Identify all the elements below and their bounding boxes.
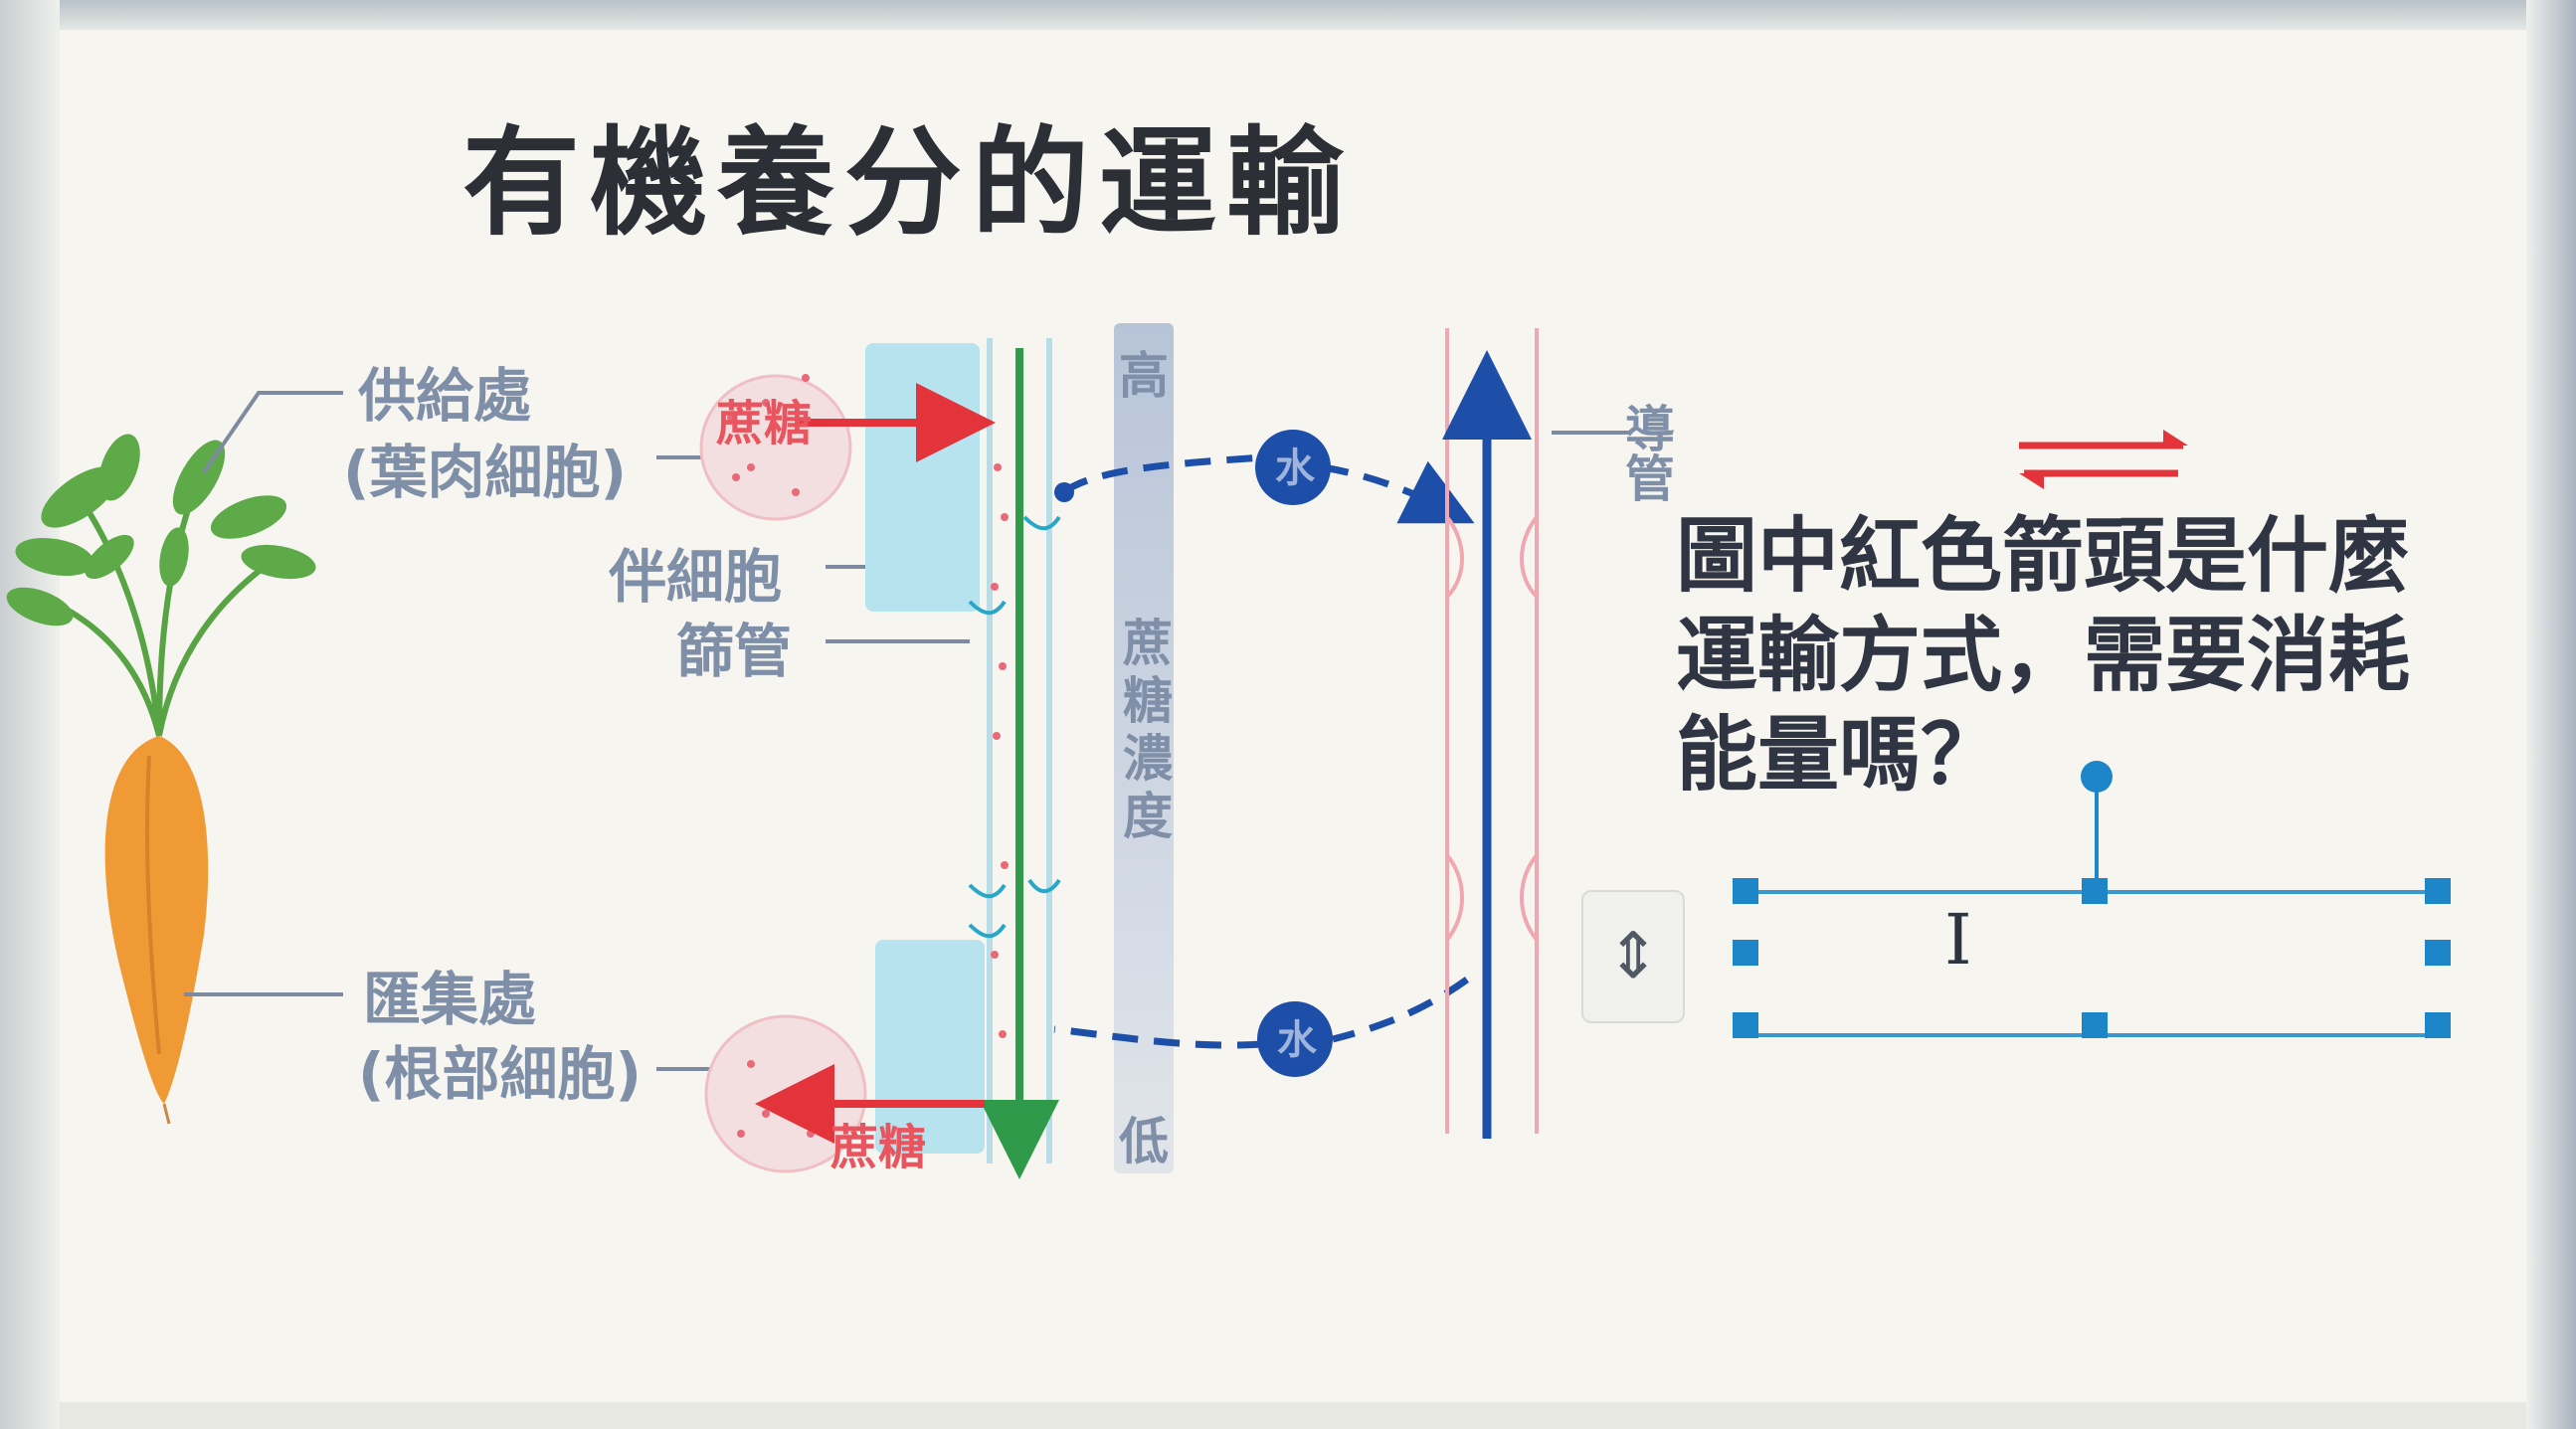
- label-water-top: 水: [1275, 446, 1316, 491]
- red-double-arrow-icon: [2019, 430, 2188, 489]
- slide-canvas[interactable]: [60, 30, 2526, 1402]
- slide-title[interactable]: 有機養分的運輸: [462, 114, 1355, 252]
- resize-handle-top-left[interactable]: [1733, 878, 1758, 904]
- rotation-handle-stem: [2095, 781, 2099, 890]
- rotation-handle[interactable]: [2081, 761, 2113, 793]
- label-source-sub: (葉肉細胞): [343, 439, 627, 506]
- resize-grip-icon[interactable]: ⇕: [1581, 890, 1685, 1023]
- label-water-bottom: 水: [1277, 1017, 1318, 1063]
- label-sink: 匯集處: [363, 966, 536, 1033]
- water-molecule-top: [1255, 430, 1331, 505]
- sucrose-gradient-bar: [1114, 323, 1174, 1173]
- carrot-illustration: [6, 434, 316, 1125]
- label-sieve-tube: 篩管: [676, 618, 792, 685]
- label-sucrose-concentration: 蔗糖濃度: [1115, 617, 1173, 847]
- resize-handle-bottom-right[interactable]: [2425, 1012, 2451, 1038]
- resize-handle-middle-right[interactable]: [2425, 940, 2451, 966]
- label-source: 供給處: [357, 362, 531, 430]
- label-xylem: 導管: [1617, 403, 1675, 502]
- label-low: 低: [1119, 1113, 1169, 1170]
- resize-handle-top-center[interactable]: [2082, 878, 2108, 904]
- resize-handle-bottom-left[interactable]: [1733, 1012, 1758, 1038]
- label-high: 高: [1119, 347, 1169, 405]
- label-sucrose-bottom: 蔗糖: [830, 1120, 926, 1175]
- source-cell: [699, 374, 852, 521]
- label-sucrose-top: 蔗糖: [716, 396, 812, 451]
- resize-handle-top-right[interactable]: [2425, 878, 2451, 904]
- monitor-bezel-left: [0, 0, 60, 1429]
- companion-cell-top: [865, 343, 980, 612]
- i-beam-cursor-icon: I: [1944, 899, 1972, 981]
- question-text[interactable]: 圖中紅色箭頭是什麼運輸方式，需要消耗能量嗎？: [1676, 509, 2411, 803]
- monitor-bezel-right: [2526, 0, 2576, 1429]
- label-companion-cell: 伴細胞: [608, 543, 782, 611]
- label-sink-sub: (根部細胞): [358, 1040, 642, 1108]
- water-molecule-bottom: [1257, 1001, 1333, 1077]
- xylem-vessel: [1445, 328, 1539, 1134]
- resize-handle-bottom-center[interactable]: [2082, 1012, 2108, 1038]
- resize-handle-middle-left[interactable]: [1733, 940, 1758, 966]
- monitor-bezel-top: [0, 0, 2576, 30]
